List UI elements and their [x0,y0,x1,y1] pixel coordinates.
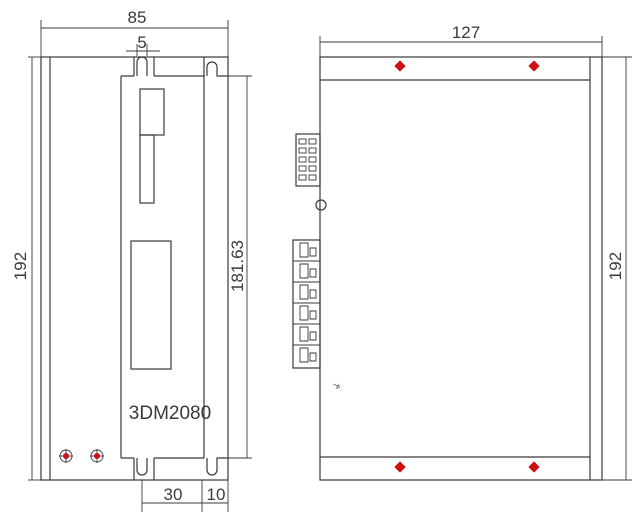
status-window [139,88,165,136]
bottom-slot-left-inner [136,458,148,476]
dim-slot-label: 5 [137,33,146,52]
screw-marker [528,60,540,72]
screw-marker [394,60,406,72]
screw-marker [59,449,73,463]
front-view: 85 5 192 3DM2080 [11,8,252,512]
label-window [130,240,172,370]
front-panel-outline [120,75,205,459]
screw-marker [394,461,406,473]
screw-marker [90,449,104,463]
top-slot-left-inner [136,56,148,76]
indicator-led [315,199,327,211]
top-slot-left [133,57,155,76]
side-housing [319,56,603,481]
model-label: 3DM2080 [129,403,211,424]
dim-depth-label: 127 [452,23,480,42]
dim-inner-height-label: 181.63 [228,240,247,292]
dim-width-label: 85 [128,8,147,27]
signal-connector [295,133,321,187]
bottom-slot-left [133,458,155,480]
dip-switch-window [139,134,155,204]
top-slot-right-inner [206,61,228,77]
bottom-slot-right-inner [206,457,228,476]
dim-hole-edge-label: 10 [207,485,226,504]
dim-hole-spacing-label: 30 [164,485,183,504]
side-view: 127 [292,23,632,481]
power-terminal-block [292,239,321,369]
dim-height-label: 192 [11,252,30,280]
screw-marker [528,461,540,473]
dim-side-height-label: 192 [606,252,625,280]
ground-symbol: ⏚ [330,380,343,393]
